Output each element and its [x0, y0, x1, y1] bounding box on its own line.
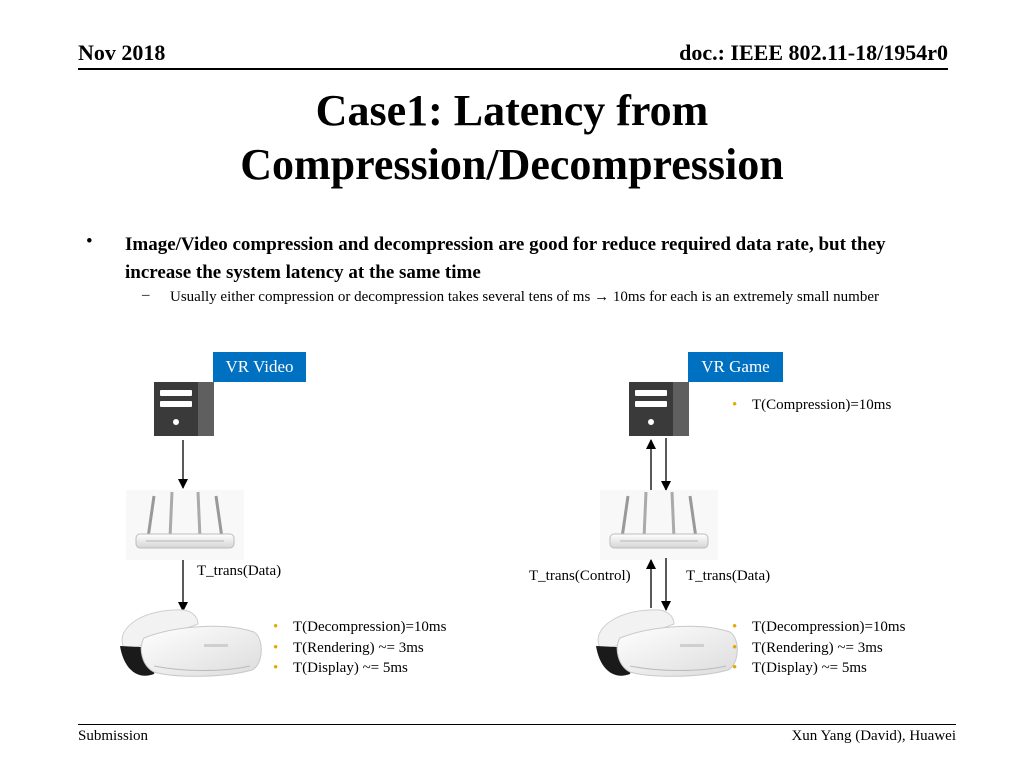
note-text: T(Rendering) ~= 3ms — [293, 639, 424, 656]
video-wifi-router-icon — [124, 488, 246, 562]
sub-bullet-text-2: 10ms for each is an extremely small numb… — [609, 289, 879, 305]
vr-video-label: VR Video — [213, 352, 306, 382]
note-text: T(Display) ~= 5ms — [752, 660, 867, 676]
header-doc-id: doc.: IEEE 802.11-18/1954r0 — [679, 40, 948, 65]
video-trans-data-label: T_trans(Data) — [197, 563, 282, 579]
game-server-icon — [629, 382, 689, 436]
game-trans-control-label: T_trans(Control) — [529, 568, 631, 584]
slide-title: Case1: Latency from Compression/Decompre… — [0, 84, 1024, 192]
sub-bullet: Usually either compression or decompress… — [170, 287, 940, 308]
note-item: • T(Rendering) ~= 3ms — [273, 638, 446, 659]
note-bullet: • — [273, 639, 279, 656]
vr-game-label: VR Game — [688, 352, 783, 382]
note-bullet: • — [732, 619, 738, 635]
video-server-icon — [154, 382, 214, 436]
note-item: • T(Compression)=10ms — [732, 395, 891, 416]
footer-author: Xun Yang (David), Huawei — [791, 728, 956, 744]
note-item: • T(Rendering) ~= 3ms — [732, 638, 905, 659]
note-text: T(Rendering) ~= 3ms — [752, 639, 883, 656]
note-text: T(Decompression)=10ms — [752, 619, 906, 635]
note-text: T(Compression)=10ms — [752, 397, 892, 413]
game-trans-data-label: T_trans(Data) — [686, 568, 771, 584]
note-bullet: • — [732, 639, 738, 656]
bullet-marker: • — [86, 231, 93, 252]
arrow-right-icon: → — [594, 289, 610, 305]
note-item: • T(Display) ~= 5ms — [273, 658, 446, 679]
note-bullet: • — [273, 660, 279, 676]
note-item: • T(Decompression)=10ms — [732, 617, 905, 638]
game-vr-headset-icon — [595, 609, 738, 677]
header-date: Nov 2018 — [78, 40, 166, 65]
game-client-notes: • T(Decompression)=10ms • T(Rendering) ~= … — [732, 617, 905, 679]
bullet-main: Image/Video compression and decompressio… — [125, 234, 886, 283]
sub-bullet-marker: – — [142, 287, 150, 303]
video-vr-headset-icon — [119, 609, 262, 677]
slide-title-line-1: Case1: Latency from — [315, 86, 709, 135]
footer-rule — [78, 724, 956, 725]
note-item: • T(Display) ~= 5ms — [732, 658, 905, 679]
slide-title-line-2: Compression/Decompression — [240, 140, 784, 189]
video-client-notes: • T(Decompression)=10ms • T(Rendering) ~= … — [273, 617, 446, 679]
note-item: • T(Decompression)=10ms — [273, 617, 446, 638]
game-wifi-router-icon — [598, 488, 720, 562]
note-text: T(Display) ~= 5ms — [293, 660, 408, 676]
note-bullet: • — [732, 397, 738, 413]
note-bullet: • — [732, 660, 738, 676]
sub-bullet-text-1: Usually either compression or decompress… — [170, 289, 595, 305]
header-rule — [78, 68, 948, 70]
footer-submission: Submission — [78, 728, 149, 744]
note-text: T(Decompression)=10ms — [293, 619, 447, 635]
note-bullet: • — [273, 619, 279, 635]
game-server-notes: • T(Compression)=10ms — [732, 395, 891, 416]
